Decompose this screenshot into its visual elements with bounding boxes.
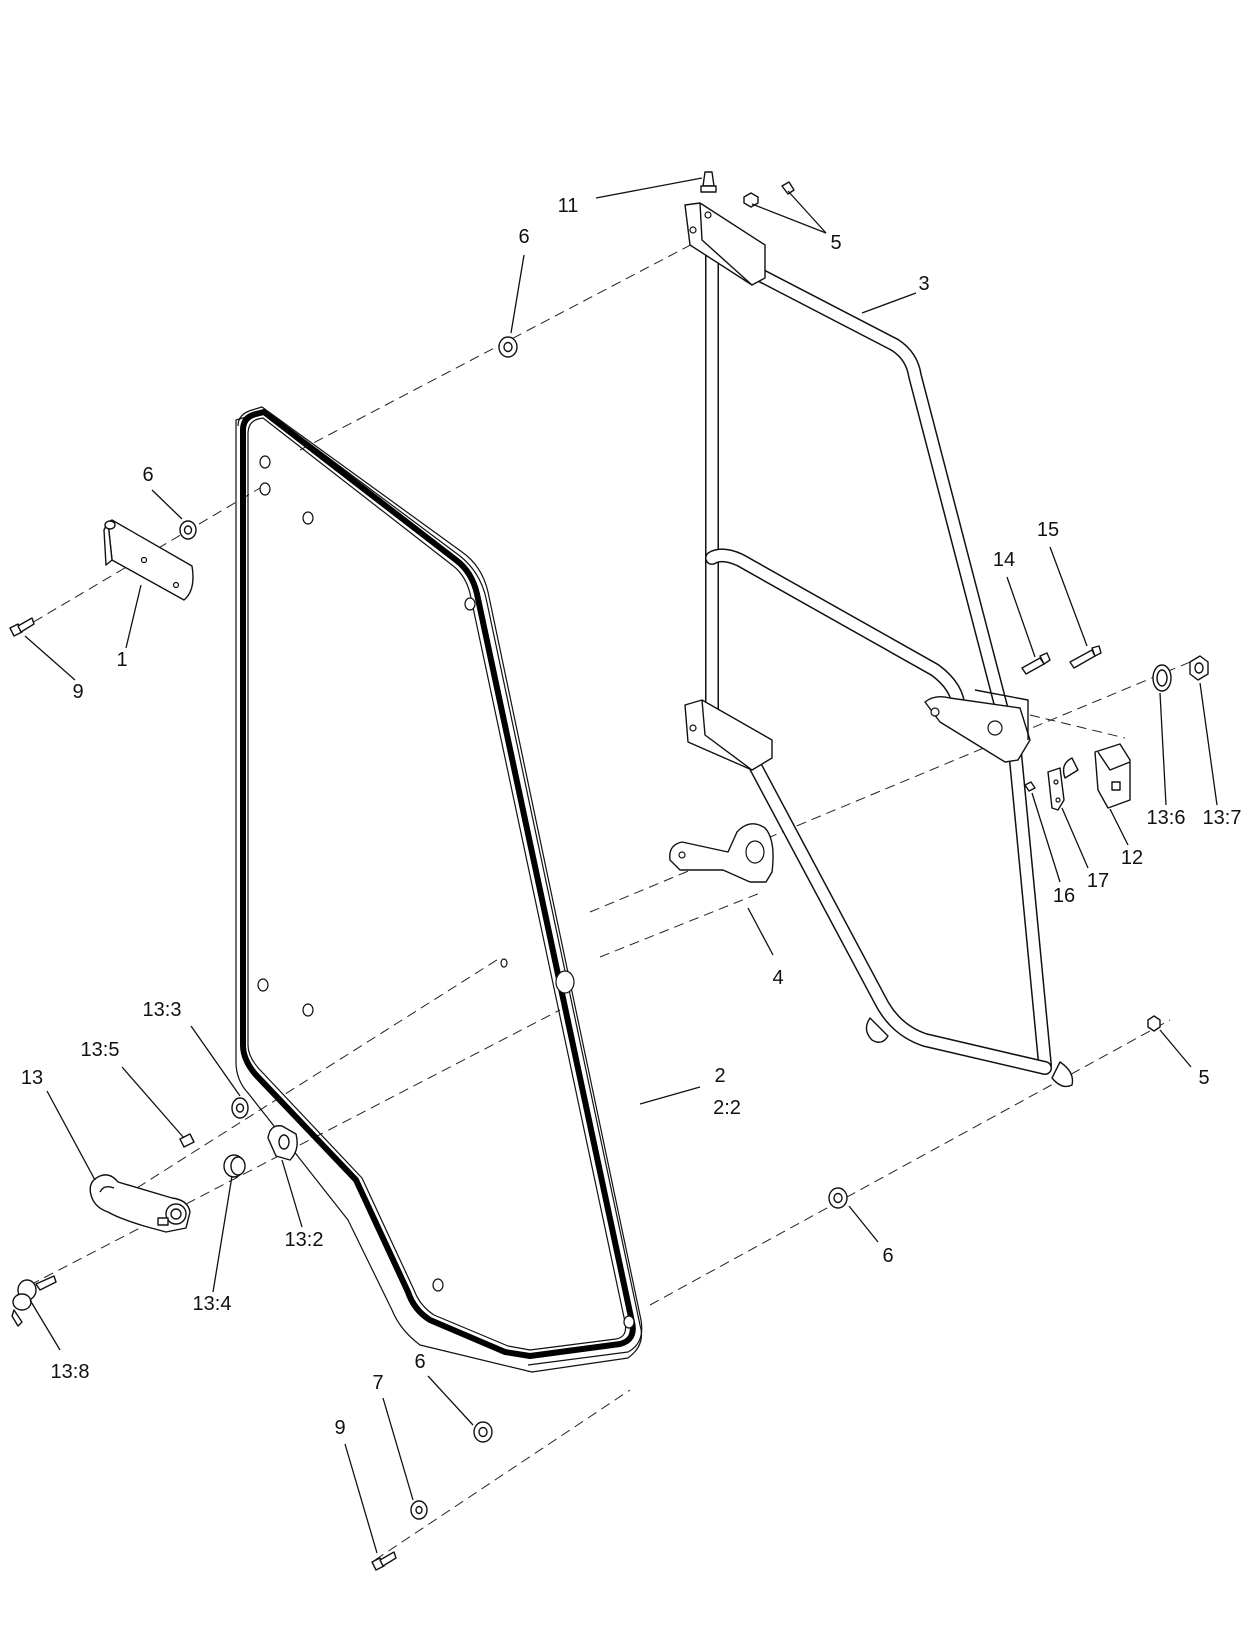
bolt-15 (1069, 645, 1102, 669)
nut-13-7 (1189, 655, 1209, 681)
callout-15: 15 (1037, 519, 1059, 541)
callout-7: 7 (372, 1372, 383, 1394)
callout-6-right: 6 (882, 1245, 893, 1267)
grease-fitting (700, 171, 717, 193)
callout-5-top: 5 (830, 232, 841, 254)
assembly-lines (19, 239, 1196, 1561)
bracket-1 (103, 519, 194, 601)
callout-2: 2 (714, 1065, 725, 1087)
callout-6-top: 6 (518, 226, 529, 248)
latch-12 (1062, 743, 1131, 809)
handle-13 (89, 1174, 191, 1233)
callout-9-upper: 9 (72, 681, 83, 703)
plate-17 (1047, 767, 1065, 811)
washer-13-3 (231, 1097, 249, 1119)
latch-plate-4 (669, 823, 774, 883)
callout-14: 14 (993, 549, 1015, 571)
callout-13-2: 13:2 (285, 1229, 324, 1251)
gasket-13-2 (267, 1125, 298, 1161)
callout-2-2: 2:2 (713, 1097, 741, 1119)
callout-17: 17 (1087, 870, 1109, 892)
leader-lines (24, 177, 1218, 1554)
washer-7 (410, 1500, 428, 1520)
callout-16: 16 (1053, 885, 1075, 907)
callout-13-5: 13:5 (81, 1039, 120, 1061)
callout-13-4: 13:4 (193, 1293, 232, 1315)
callout-11: 11 (558, 195, 579, 217)
screw-16 (1024, 781, 1036, 792)
callout-12: 12 (1121, 847, 1143, 869)
callout-13-6: 13:6 (1147, 807, 1186, 829)
bushing-13-4 (223, 1154, 246, 1178)
spacers-6 (179, 336, 848, 1443)
hardware-5-top (743, 181, 795, 208)
callout-3: 3 (918, 273, 929, 295)
callout-6-bottom: 6 (414, 1351, 425, 1373)
callout-6-left: 6 (142, 464, 153, 486)
door-glass-panel (235, 406, 643, 1373)
bolt-9-lower (371, 1551, 397, 1571)
callout-5-lower: 5 (1198, 1067, 1209, 1089)
callout-13: 13 (21, 1067, 43, 1089)
key-13-8 (11, 1275, 57, 1327)
bolt-14 (1021, 652, 1051, 675)
callout-labels: 11 5 3 6 6 1 9 14 15 13:6 13:7 12 17 16 … (21, 195, 1242, 1439)
callout-4: 4 (772, 967, 783, 989)
nut-5-lower (1147, 1015, 1161, 1032)
callout-13-3: 13:3 (143, 999, 182, 1021)
washer-13-6 (1152, 664, 1172, 692)
callout-13-8: 13:8 (51, 1361, 90, 1383)
callout-1: 1 (116, 649, 127, 671)
callout-13-7: 13:7 (1203, 807, 1242, 829)
bolt-9-upper (9, 617, 35, 637)
door-frame (684, 202, 1074, 1088)
callout-9-lower: 9 (334, 1417, 345, 1439)
